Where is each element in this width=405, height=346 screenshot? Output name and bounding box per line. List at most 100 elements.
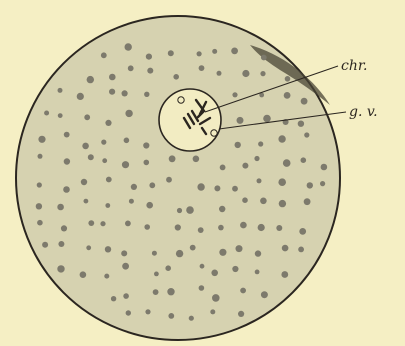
granule: [166, 177, 172, 183]
granule: [237, 117, 244, 124]
granule: [122, 161, 129, 168]
granule: [242, 70, 249, 77]
granule: [200, 264, 205, 269]
granule: [147, 68, 153, 74]
granule: [214, 185, 220, 191]
granule: [124, 138, 130, 144]
granule: [285, 76, 291, 82]
granule: [197, 51, 202, 56]
granule: [261, 291, 268, 298]
granule: [128, 65, 134, 71]
granule: [105, 246, 111, 252]
granule: [186, 206, 194, 214]
granule: [276, 225, 282, 231]
granule: [149, 182, 155, 188]
granule: [177, 208, 182, 213]
granule: [82, 143, 89, 150]
granule: [236, 245, 243, 252]
granule: [125, 221, 131, 227]
granule: [304, 198, 311, 205]
granule: [299, 228, 306, 235]
label-chromosomes: chr.: [341, 58, 367, 74]
granule: [278, 135, 285, 142]
granule: [278, 178, 286, 186]
granule: [304, 132, 309, 137]
granule: [258, 141, 263, 146]
granule: [240, 288, 246, 294]
granule: [189, 316, 194, 321]
granule: [153, 289, 159, 295]
granule: [84, 114, 90, 120]
granule: [122, 263, 129, 270]
granule: [122, 90, 128, 96]
granule: [260, 71, 265, 76]
granule: [301, 98, 308, 105]
granule: [176, 250, 183, 257]
granule: [36, 203, 42, 209]
granule: [283, 159, 291, 167]
granule: [63, 186, 70, 193]
granule: [105, 203, 110, 208]
granule: [255, 250, 261, 256]
granule: [57, 265, 64, 272]
granule: [86, 245, 91, 250]
granule: [58, 113, 63, 118]
granule: [109, 74, 116, 81]
granule: [238, 311, 244, 317]
granule: [260, 198, 267, 205]
granule: [144, 92, 149, 97]
granule: [220, 165, 226, 171]
granule: [129, 199, 134, 204]
granule: [38, 136, 45, 143]
granule: [154, 272, 159, 277]
granule: [242, 163, 248, 169]
granule: [111, 296, 116, 301]
granule: [57, 204, 64, 211]
granule: [173, 74, 179, 80]
granule: [254, 156, 259, 161]
granule: [199, 65, 205, 71]
granule: [123, 293, 129, 299]
granule: [38, 154, 43, 159]
granule: [106, 177, 112, 183]
granule: [61, 225, 67, 231]
granule: [37, 182, 42, 187]
granule: [211, 270, 218, 277]
granule: [307, 182, 313, 188]
granule: [232, 186, 238, 192]
granule: [242, 197, 248, 203]
granule: [146, 54, 152, 60]
label-germinal-vesicle: g. v.: [349, 104, 378, 120]
cell-body: [16, 16, 340, 340]
granule: [232, 92, 237, 97]
granule: [121, 250, 127, 256]
granule: [210, 309, 215, 314]
granule: [281, 271, 288, 278]
granule: [77, 93, 84, 100]
granule: [261, 55, 267, 61]
granule: [168, 313, 174, 319]
granule: [284, 92, 291, 99]
granule: [232, 266, 238, 272]
granule: [320, 181, 325, 186]
granule: [240, 222, 247, 229]
granule: [193, 156, 200, 163]
granule: [198, 227, 204, 233]
granule: [301, 157, 307, 163]
granule: [144, 224, 150, 230]
granule: [298, 247, 304, 253]
granule: [218, 225, 224, 231]
granule: [125, 110, 132, 117]
granule: [279, 200, 286, 207]
granule: [212, 294, 220, 302]
granule: [84, 199, 89, 204]
granule: [168, 50, 174, 56]
granule: [282, 245, 289, 252]
granule: [219, 206, 225, 212]
granule: [190, 245, 196, 251]
germinal-vesicle: [159, 89, 221, 151]
granule: [145, 309, 150, 314]
granule: [88, 154, 94, 160]
granule: [146, 202, 153, 209]
